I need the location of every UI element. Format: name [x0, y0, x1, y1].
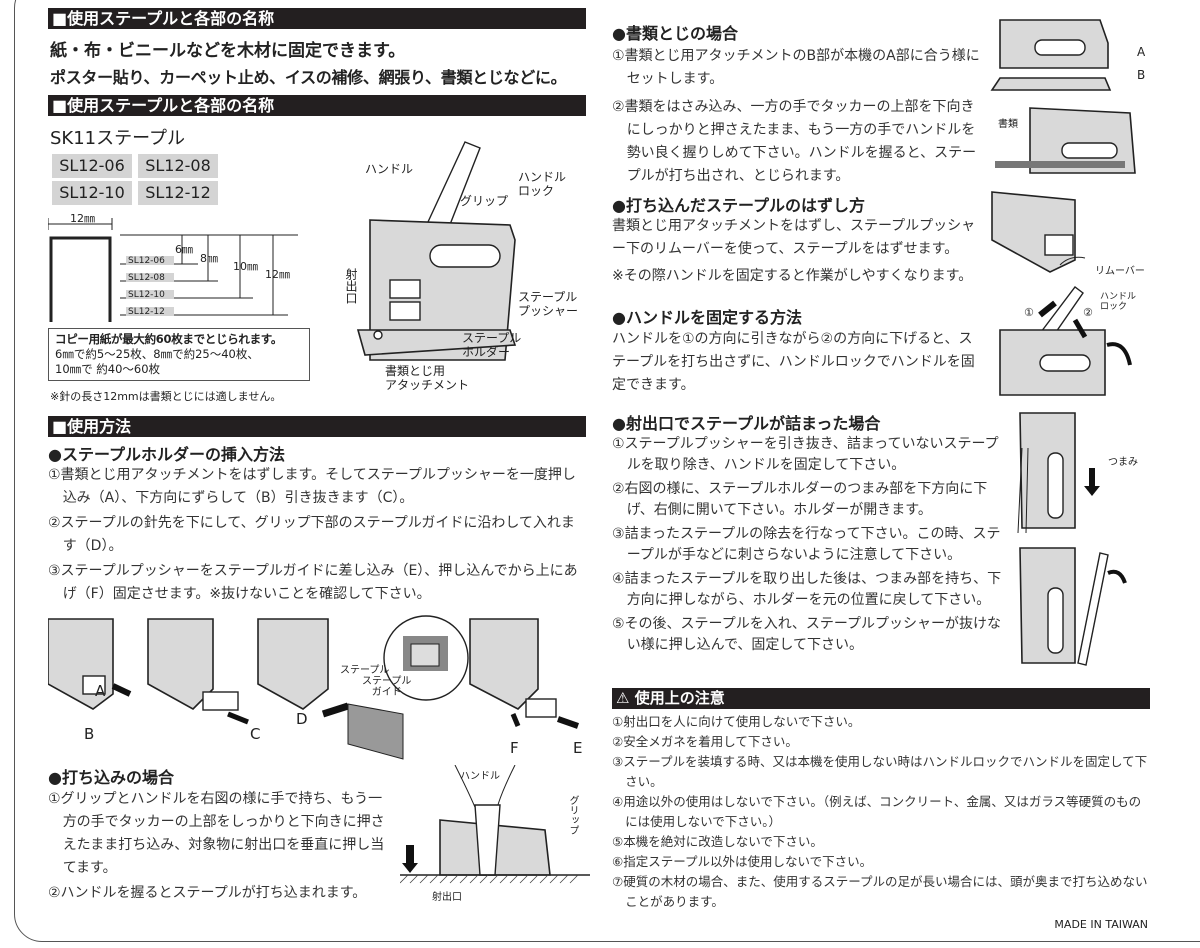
capacity-box: コピー用紙が最大約60枚までとじられます。 6㎜で約5～25枚、8㎜で約25～4… [48, 328, 310, 381]
caution-item: ④用途以外の使用はしないで下さい。（例えば、コンクリート、金属、又はガラス等硬質… [612, 794, 1142, 829]
part-outlet: 射出口 [344, 268, 358, 304]
step: ①ステープルプッシャーを引き抜き、詰まっていないステープルを取り除き、ハンドルを… [612, 436, 999, 473]
step: ②右図の様に、ステープルホルダーのつまみ部を下方向に下げ、右側に開いて下さい。ホ… [612, 481, 988, 518]
length-row-label: SL12-08 [128, 273, 165, 283]
fig-letter-f: F [510, 739, 519, 757]
caution-item: ③ステープルを装填する時、又は本機を使用しない時はハンドルロックでハンドルを固定… [612, 754, 1148, 789]
step: ①書類とじ用アタッチメントのB部が本機のA部に合う様にセットします。 [612, 48, 980, 87]
section-header-parts: ■使用ステープルと各部の名称 [48, 95, 586, 116]
step: ⑤その後、ステープルを入れ、ステープルプッシャーが抜けない様に押し込んで、固定し… [612, 616, 1002, 653]
model-badge: SL12-12 [138, 181, 218, 205]
step: ③詰まったステープルの除去を行なって下さい。この時、ステープルが手などに刺さらな… [612, 526, 1001, 563]
length-row-label: SL12-12 [128, 307, 165, 317]
part-holder: ステープル ホルダー [462, 331, 522, 359]
remove-text: 書類とじ用アタッチメントをはずし、ステープルプッシャー下のリムーバーを使って、ス… [612, 218, 976, 257]
fig-letter-a: A [95, 682, 106, 700]
caution-title: 使用上の注意 [634, 689, 725, 707]
drive-fig-handle: ハンドル [460, 771, 500, 782]
doc-binding-title: ●書類とじの場合 [612, 24, 738, 43]
jam-steps: ①ステープルプッシャーを引き抜き、詰まっていないステープルを取り除き、ハンドルを… [612, 434, 1004, 658]
step: ③ステープルプッシャーをステープルガイドに差し込み（E）、押し込んでから上にあげ… [48, 563, 578, 602]
intro-line-1: 紙・布・ビニールなどを木材に固定できます。 [50, 41, 406, 61]
remover-illustration [991, 191, 1086, 273]
drive-steps: ①グリップとハンドルを右図の様に手で持ち、もう一方の手でタッカーの上部をしっかり… [48, 788, 393, 907]
lock-text: ハンドルを①の方向に引きながら②の方向に下げると、ステープルを打ち出さずに、ハン… [612, 331, 975, 393]
lock-fig-n1: ① [1024, 306, 1034, 319]
model-badge: SL12-10 [52, 181, 132, 205]
part-attachment: 書類とじ用 アタッチメント [385, 364, 470, 392]
width-label: 12㎜ [70, 212, 95, 225]
caution-item: ②安全メガネを着用して下さい。 [612, 734, 798, 749]
jam-illustration [1017, 412, 1127, 666]
staple-size-diagram [48, 218, 298, 322]
fig-letter-c: C [250, 725, 261, 743]
handle-lock-illustration [999, 286, 1132, 396]
drive-fig-outlet: 射出口 [432, 892, 462, 903]
capacity-line: 6㎜で約5～25枚、8㎜で約25～40枚、 [55, 347, 259, 361]
fig-guide-label: ステープル ガイド [362, 676, 412, 698]
step: ②ステープルの針先を下にして、グリップ下部のステープルガイドに沿わして入れます（… [48, 515, 575, 554]
length-label: 10㎜ [233, 260, 258, 273]
step: ②書類をはさみ込み、一方の手でタッカーの上部を下向きにしっかりと押さえたまま、も… [612, 99, 977, 184]
length-label: 12㎜ [265, 268, 290, 281]
remover-label: リムーバー [1095, 266, 1145, 277]
drive-illustration [400, 765, 590, 884]
intro-line-2: ポスター貼り、カーペット止め、イスの補修、網張り、書類とじなどに。 [50, 68, 567, 87]
lock-fig-label: ハンドル ロック [1100, 292, 1137, 312]
length-row-label: SL12-06 [128, 256, 165, 266]
length-row-label: SL12-10 [128, 290, 165, 300]
step: ②ハンドルを握るとステープルが打ち込まれます。 [48, 885, 367, 901]
fig-letter-d: D [296, 710, 308, 728]
lock-fig-n2: ② [1083, 306, 1093, 319]
doc-binding-steps: ①書類とじ用アタッチメントのB部が本機のA部に合う様にセットします。 ②書類をは… [612, 45, 984, 190]
doc-fig-a: A [1137, 45, 1146, 59]
stapler-parts-illustration [356, 141, 517, 361]
fig-letter-e: E [573, 739, 583, 757]
caution-item: ⑦硬質の木材の場合、また、使用するステープルの足が長い場合には、頭が奥まで打ち込… [612, 874, 1148, 909]
holder-insert-steps: ①書類とじ用アタッチメントをはずします。そしてステープルプッシャーを一度押し込み… [48, 464, 586, 608]
page-border [14, 0, 1200, 942]
part-handle-lock: ハンドル ロック [518, 170, 567, 198]
knob-label: つまみ [1108, 457, 1138, 468]
fig-staple-label: ステープル [340, 665, 390, 676]
warning-icon: ⚠ [616, 689, 630, 707]
model-badge: SL12-08 [138, 154, 218, 178]
staple-title: SK11ステープル [50, 128, 186, 149]
fig-letter-b: B [84, 725, 95, 743]
caution-header: ⚠ 使用上の注意 [612, 688, 1150, 709]
doc-fig-papers: 書類 [998, 119, 1018, 130]
step: ①グリップとハンドルを右図の様に手で持ち、もう一方の手でタッカーの上部をしっかり… [48, 791, 385, 876]
caution-list: ①射出口を人に向けて使用しないで下さい。 ②安全メガネを着用して下さい。 ③ステ… [612, 712, 1150, 912]
holder-insert-title: ●ステープルホルダーの挿入方法 [48, 445, 286, 464]
drive-fig-grip: グリップ [567, 795, 578, 835]
model-badge: SL12-06 [52, 154, 132, 178]
remove-note: ※その際ハンドルを固定すると作業がしやすくなります。 [612, 268, 973, 284]
length-note: ※針の長さ12mmは書類とじには適しません。 [50, 390, 282, 403]
capacity-headline: コピー用紙が最大約60枚までとじられます。 [55, 332, 283, 346]
part-grip: グリップ [460, 194, 509, 208]
holder-insertion-figures [48, 615, 579, 760]
lock-title: ●ハンドルを固定する方法 [612, 308, 802, 327]
made-in-label: MADE IN TAIWAN [1054, 918, 1148, 931]
step: ④詰まったステープルを取り出した後は、つまみ部を持ち、下方向に押しながら、ホルダ… [612, 571, 1002, 608]
jam-title: ●射出口でステープルが詰まった場合 [612, 414, 881, 433]
doc-binding-illustration [990, 19, 1136, 174]
doc-fig-b: B [1137, 68, 1146, 82]
part-handle: ハンドル [365, 162, 414, 176]
caution-item: ①射出口を人に向けて使用しないで下さい。 [612, 714, 861, 729]
length-label: 6㎜ [175, 243, 193, 256]
caution-item: ⑤本機を絶対に改造しないで下さい。 [612, 834, 823, 849]
remove-title: ●打ち込んだステープルのはずし方 [612, 196, 866, 215]
step: ①書類とじ用アタッチメントをはずします。そしてステープルプッシャーを一度押し込み… [48, 467, 576, 506]
part-pusher: ステープル プッシャー [518, 290, 579, 318]
length-label: 8㎜ [200, 252, 218, 265]
drive-title: ●打ち込みの場合 [48, 768, 174, 787]
section-header-usage: ■使用方法 [48, 416, 586, 437]
section-header-staples: ■使用ステープルと各部の名称 [48, 8, 586, 29]
caution-item: ⑥指定ステープル以外は使用しないで下さい。 [612, 854, 873, 869]
capacity-line: 10㎜で 約40～60枚 [55, 362, 161, 376]
